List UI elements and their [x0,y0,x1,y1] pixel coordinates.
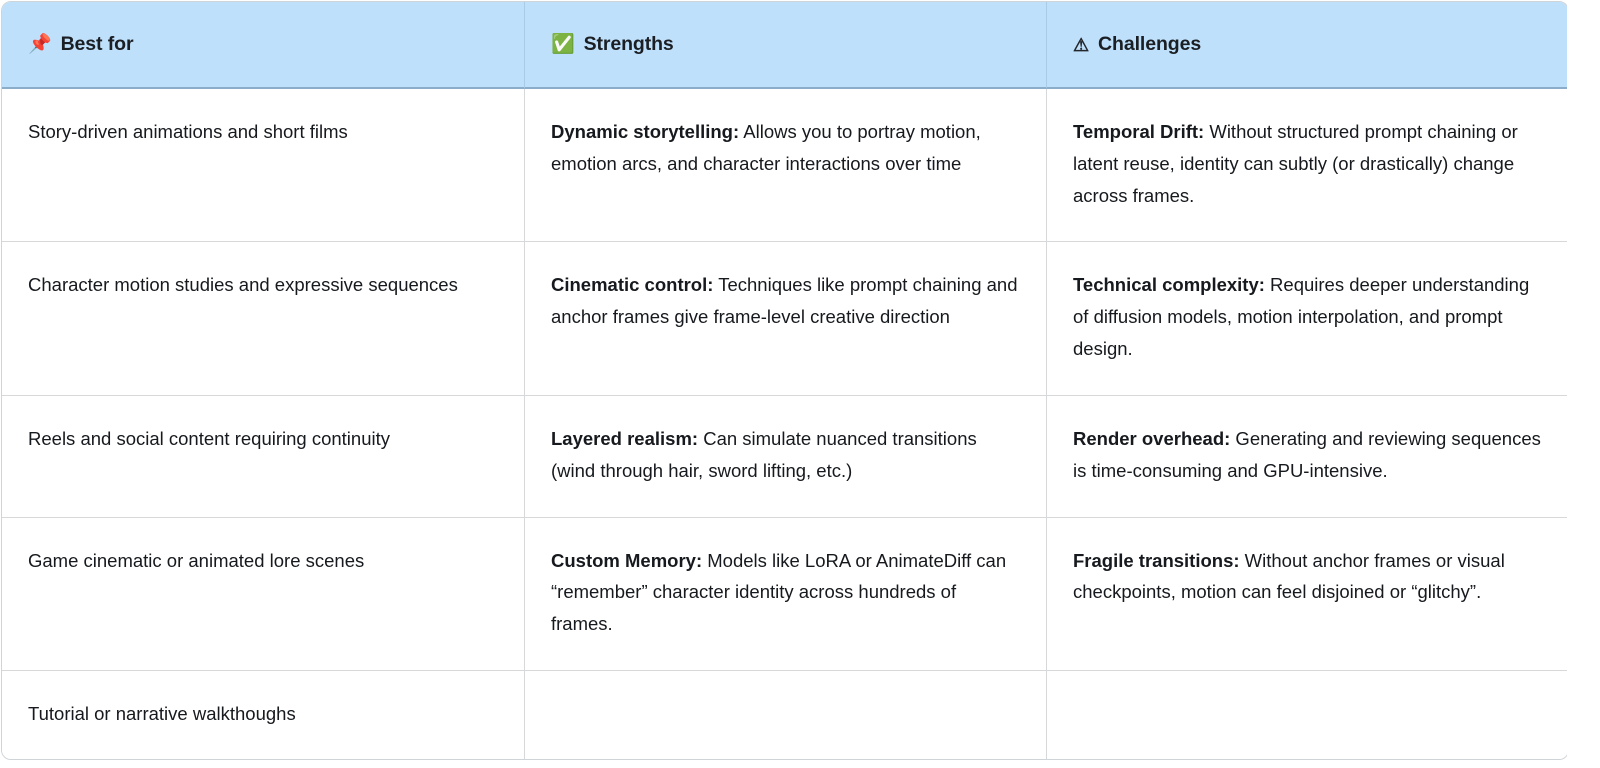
cell-body-text: Requires deeper understanding of diffusi… [1073,274,1530,360]
check-mark-button-icon: ✅ [551,34,575,55]
cell-body-text: Can simulate nuanced transitions (wind t… [551,427,977,481]
table-header: 📌 Best for ✅ Strengths ⚠ Challenges [2,2,1567,89]
cell-strengths [525,669,1047,760]
cell-lead-in: Render overhead: [1073,427,1231,449]
comparison-table: 📌 Best for ✅ Strengths ⚠ Challenges [1,1,1567,761]
column-header-strengths: ✅ Strengths [525,2,1047,89]
cell-best-for: Story-driven animations and short films [2,89,525,242]
cell-best-for: Tutorial or narrative walkthoughs [2,669,525,760]
comparison-table-container: 📌 Best for ✅ Strengths ⚠ Challenges [1,1,1567,761]
cell-lead-in: Temporal Drift: [1073,121,1205,142]
cell-lead-in: Layered realism: [551,427,699,449]
cell-strengths: Dynamic storytelling: Allows you to port… [525,89,1047,242]
cell-body-text: Models like LoRA or AnimateDiff can “rem… [551,549,1007,635]
cell-challenges: Temporal Drift: Without structured promp… [1047,89,1567,242]
cell-lead-in: Technical complexity: [1073,274,1265,296]
column-header-challenges: ⚠ Challenges [1047,2,1567,89]
cell-body-text: Allows you to portray motion, emotion ar… [551,121,981,174]
cell-best-for: Character motion studies and expressive … [2,241,525,395]
cell-best-for: Reels and social content requiring conti… [2,394,525,517]
table-row: Reels and social content requiring conti… [2,394,1567,517]
column-header-label: Best for [60,33,134,55]
table-header-row: 📌 Best for ✅ Strengths ⚠ Challenges [2,2,1567,89]
warning-triangle-icon: ⚠ [1073,34,1090,55]
table-row: Tutorial or narrative walkthoughs [2,669,1567,760]
pushpin-icon: 📌 [28,34,52,55]
cell-body-text: Without anchor frames or visual checkpoi… [1073,549,1505,603]
cell-challenges: Render overhead: Generating and reviewin… [1047,394,1567,517]
cell-best-for: Game cinematic or animated lore scenes [2,516,525,670]
cell-challenges: Technical complexity: Requires deeper un… [1047,241,1567,395]
cell-strengths: Cinematic control: Techniques like promp… [525,241,1047,395]
cell-lead-in: Cinematic control: [551,274,714,296]
cell-body-text: Without structured prompt chaining or la… [1073,121,1518,206]
table-row: Game cinematic or animated lore scenes C… [2,516,1567,670]
cell-challenges: Fragile transitions: Without anchor fram… [1047,516,1567,670]
table-row: Story-driven animations and short films … [2,89,1567,242]
cell-lead-in: Fragile transitions: [1073,549,1240,571]
cell-lead-in: Custom Memory: [551,549,703,571]
cell-strengths: Custom Memory: Models like LoRA or Anima… [525,516,1047,670]
table-body: Story-driven animations and short films … [2,89,1567,760]
cell-body-text: Techniques like prompt chaining and anch… [551,274,1018,328]
column-header-best-for: 📌 Best for [2,2,525,89]
table-row: Character motion studies and expressive … [2,241,1567,395]
cell-lead-in: Dynamic storytelling: [551,121,740,142]
cell-challenges [1047,669,1567,760]
column-header-label: Strengths [583,33,674,55]
cell-strengths: Layered realism: Can simulate nuanced tr… [525,394,1047,517]
column-header-label: Challenges [1098,33,1202,55]
cell-body-text: Generating and reviewing sequences is ti… [1073,427,1541,481]
